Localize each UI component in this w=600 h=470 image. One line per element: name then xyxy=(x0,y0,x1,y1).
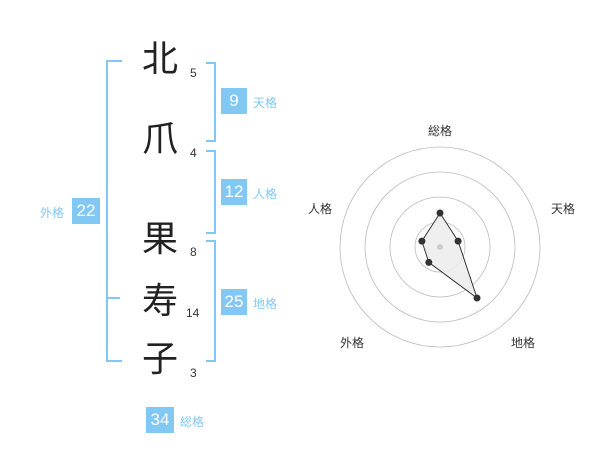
radar-axis-label-soukaku: 総格 xyxy=(428,124,453,138)
radar-point-3 xyxy=(473,294,481,302)
radar-ring xyxy=(339,146,541,348)
soukaku-label: 総格 xyxy=(180,415,205,429)
radar-point-4 xyxy=(425,258,433,266)
stroke-count-5: 3 xyxy=(190,366,197,380)
name-char-2: 爪 xyxy=(141,119,178,160)
chikaku-label: 地格 xyxy=(253,297,278,311)
radar-axis-label-jinkaku: 人格 xyxy=(308,202,333,216)
name-char-3: 果 xyxy=(141,219,178,260)
tenkaku-badge: 9 xyxy=(221,88,247,114)
radar-ring xyxy=(364,171,516,323)
gaikaku-label: 外格 xyxy=(40,206,65,220)
soukaku-badge: 34 xyxy=(146,407,174,433)
radar-point-1 xyxy=(436,209,444,217)
stroke-count-2: 4 xyxy=(190,146,197,160)
chikaku-badge: 25 xyxy=(221,289,247,315)
chikaku-bracket xyxy=(206,240,216,362)
stroke-count-4: 14 xyxy=(186,306,200,320)
radar-point-5 xyxy=(418,237,426,245)
jinkaku-badge: 12 xyxy=(221,179,247,205)
jinkaku-bracket xyxy=(206,150,216,234)
gaikaku-bracket xyxy=(106,60,122,362)
tenkaku-label: 天格 xyxy=(253,96,278,110)
radar-ring xyxy=(389,196,491,298)
radar-center-dot xyxy=(437,244,443,250)
name-char-1: 北 xyxy=(141,39,178,80)
radar-axis-label-tenkaku: 天格 xyxy=(551,202,576,216)
name-char-5: 子 xyxy=(141,339,178,380)
tenkaku-bracket xyxy=(206,62,216,142)
radar-axis-label-chikaku: 地格 xyxy=(511,336,536,350)
stroke-count-3: 8 xyxy=(190,245,197,259)
radar-point-2 xyxy=(454,237,462,245)
gaikaku-bracket-divider xyxy=(106,297,120,299)
radar-series-polygon xyxy=(421,212,478,300)
stroke-count-1: 5 xyxy=(190,66,197,80)
name-char-4: 寿 xyxy=(141,281,178,322)
radar-axis-label-gaikaku: 外格 xyxy=(340,336,365,350)
gaikaku-badge: 22 xyxy=(72,198,100,224)
jinkaku-label: 人格 xyxy=(253,187,278,201)
